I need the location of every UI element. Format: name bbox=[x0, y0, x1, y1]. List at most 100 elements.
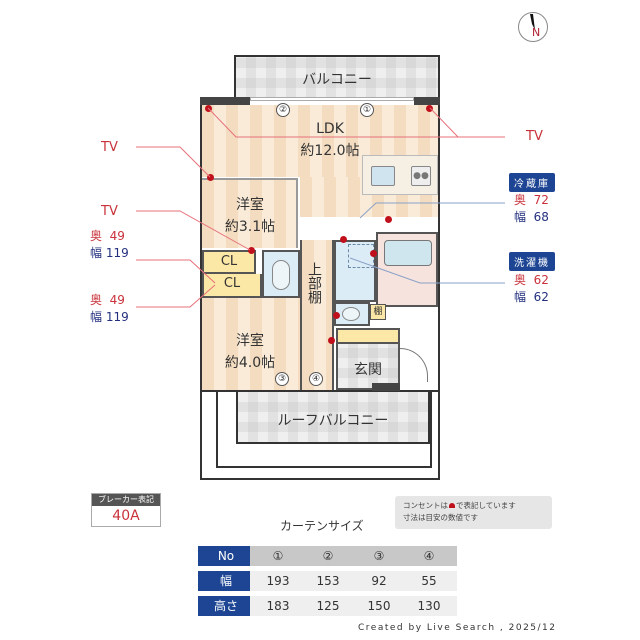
width-value: 62 bbox=[533, 290, 549, 304]
closet-2: CL bbox=[202, 274, 262, 298]
ldk-label: LDK 約12.0帖 bbox=[270, 118, 390, 163]
table-row-header-height: 高さ bbox=[198, 596, 254, 616]
ldk-size: 約12.0帖 bbox=[300, 143, 360, 160]
window-marker-3: ③ bbox=[275, 372, 289, 386]
bathtub-icon bbox=[384, 240, 432, 266]
closet-1-label: CL bbox=[220, 254, 238, 269]
breaker-label: ブレーカー表記 bbox=[92, 494, 160, 506]
entrance: 玄関 bbox=[336, 344, 400, 390]
compass-needle-icon bbox=[530, 14, 535, 30]
window-marker-2: ② bbox=[276, 103, 290, 117]
width-value: 119 bbox=[105, 310, 129, 324]
shelf: 棚 bbox=[370, 304, 386, 320]
table-cell-width: 55 bbox=[401, 571, 457, 591]
table-cell-height: 150 bbox=[351, 596, 407, 616]
note-line-1: コンセントはで表記しています bbox=[403, 500, 544, 512]
closet-2-label: CL bbox=[223, 276, 241, 291]
table-col-no: ① bbox=[250, 546, 306, 566]
width-label: 幅 bbox=[90, 246, 103, 260]
stove-icon: ●● bbox=[411, 166, 431, 186]
footer-credit: Created by Live Search , 2025/12 bbox=[358, 623, 557, 633]
upper-shelf-label: 上部棚 bbox=[306, 262, 322, 304]
outlet-icon bbox=[340, 236, 347, 243]
breaker-box: ブレーカー表記 40A bbox=[91, 493, 161, 527]
note-line-2: 寸法は目安の数値です bbox=[403, 513, 478, 522]
outlet-icon bbox=[207, 174, 214, 181]
width-value: 68 bbox=[533, 210, 549, 224]
western-room-1-size: 約3.1帖 bbox=[224, 219, 276, 236]
closet-1-dimensions: 奥 49 幅 119 bbox=[90, 228, 129, 262]
note-text: で表記しています bbox=[456, 501, 516, 510]
wall-segment bbox=[200, 97, 250, 105]
table-col-no: ④ bbox=[401, 546, 457, 566]
tv-label-2: TV bbox=[101, 204, 118, 219]
table-cell-width: 92 bbox=[351, 571, 407, 591]
curtain-table-title: カーテンサイズ bbox=[280, 519, 364, 533]
wall-segment bbox=[414, 97, 440, 105]
table-cell-height: 125 bbox=[300, 596, 356, 616]
washer-dimensions: 奥 62 幅 62 bbox=[514, 272, 549, 306]
depth-value: 49 bbox=[109, 229, 125, 243]
compass: N bbox=[518, 12, 548, 42]
shelf-label: 棚 bbox=[373, 307, 383, 317]
table-row-header-width: 幅 bbox=[198, 571, 254, 591]
corridor bbox=[300, 240, 334, 390]
outlet-icon bbox=[385, 216, 392, 223]
table-col-no: ② bbox=[300, 546, 356, 566]
sink-icon bbox=[371, 166, 395, 186]
entrance-label: 玄関 bbox=[354, 362, 382, 378]
note-text: コンセントは bbox=[403, 501, 448, 510]
bathroom bbox=[376, 232, 438, 307]
roof-balcony-label: ルーフバルコニー bbox=[277, 413, 389, 429]
western-room-2-size: 約4.0帖 bbox=[224, 355, 276, 372]
window-marker-1: ① bbox=[360, 103, 374, 117]
table-cell-width: 153 bbox=[300, 571, 356, 591]
kitchen-counter: ●● bbox=[362, 155, 438, 195]
outlet-icon bbox=[426, 105, 433, 112]
depth-value: 62 bbox=[533, 273, 549, 287]
depth-value: 72 bbox=[533, 193, 549, 207]
toilet-room bbox=[262, 250, 300, 298]
washer-tag: 洗濯機 bbox=[509, 252, 555, 271]
depth-label: 奥 bbox=[90, 229, 103, 243]
fridge-dimensions: 奥 72 幅 68 bbox=[514, 192, 549, 226]
toilet-icon bbox=[272, 260, 290, 290]
balcony-area: バルコニー bbox=[234, 55, 440, 98]
closet-2-dimensions: 奥 49 幅 119 bbox=[90, 292, 129, 326]
outlet-icon bbox=[370, 250, 377, 257]
depth-value: 49 bbox=[109, 293, 125, 307]
western-room-1-label: 洋室 約3.1帖 bbox=[210, 194, 290, 239]
window-marker-4: ④ bbox=[309, 372, 323, 386]
outlet-icon bbox=[248, 247, 255, 254]
table-col-no: ③ bbox=[351, 546, 407, 566]
outlet-icon bbox=[328, 337, 335, 344]
outlet-icon bbox=[205, 105, 212, 112]
width-label: 幅 bbox=[90, 310, 103, 324]
western-room-2-label: 洋室 約4.0帖 bbox=[210, 330, 290, 375]
tv-label-right: TV bbox=[526, 129, 543, 144]
window bbox=[250, 97, 414, 101]
depth-label: 奥 bbox=[90, 293, 103, 307]
outlet-icon bbox=[333, 312, 340, 319]
wall-segment bbox=[372, 383, 400, 391]
depth-label: 奥 bbox=[514, 193, 527, 207]
western-room-2-name: 洋室 bbox=[236, 333, 264, 349]
width-label: 幅 bbox=[514, 290, 527, 304]
roof-balcony-area: ルーフバルコニー bbox=[236, 392, 430, 444]
balcony-label: バルコニー bbox=[302, 72, 372, 88]
shoe-storage bbox=[336, 328, 400, 344]
width-value: 119 bbox=[105, 246, 129, 260]
washbasin-icon bbox=[342, 307, 360, 321]
table-row-header-no: No bbox=[198, 546, 254, 566]
fridge-tag: 冷蔵庫 bbox=[509, 173, 555, 192]
washroom bbox=[334, 240, 376, 302]
closet-1: CL bbox=[202, 250, 256, 274]
tv-label-1: TV bbox=[101, 140, 118, 155]
outlet-legend-icon bbox=[449, 503, 455, 508]
table-cell-height: 183 bbox=[250, 596, 306, 616]
compass-north-letter: N bbox=[532, 26, 541, 39]
ldk-name: LDK bbox=[316, 121, 344, 137]
depth-label: 奥 bbox=[514, 273, 527, 287]
western-room-1-name: 洋室 bbox=[236, 197, 264, 213]
table-cell-width: 193 bbox=[250, 571, 306, 591]
